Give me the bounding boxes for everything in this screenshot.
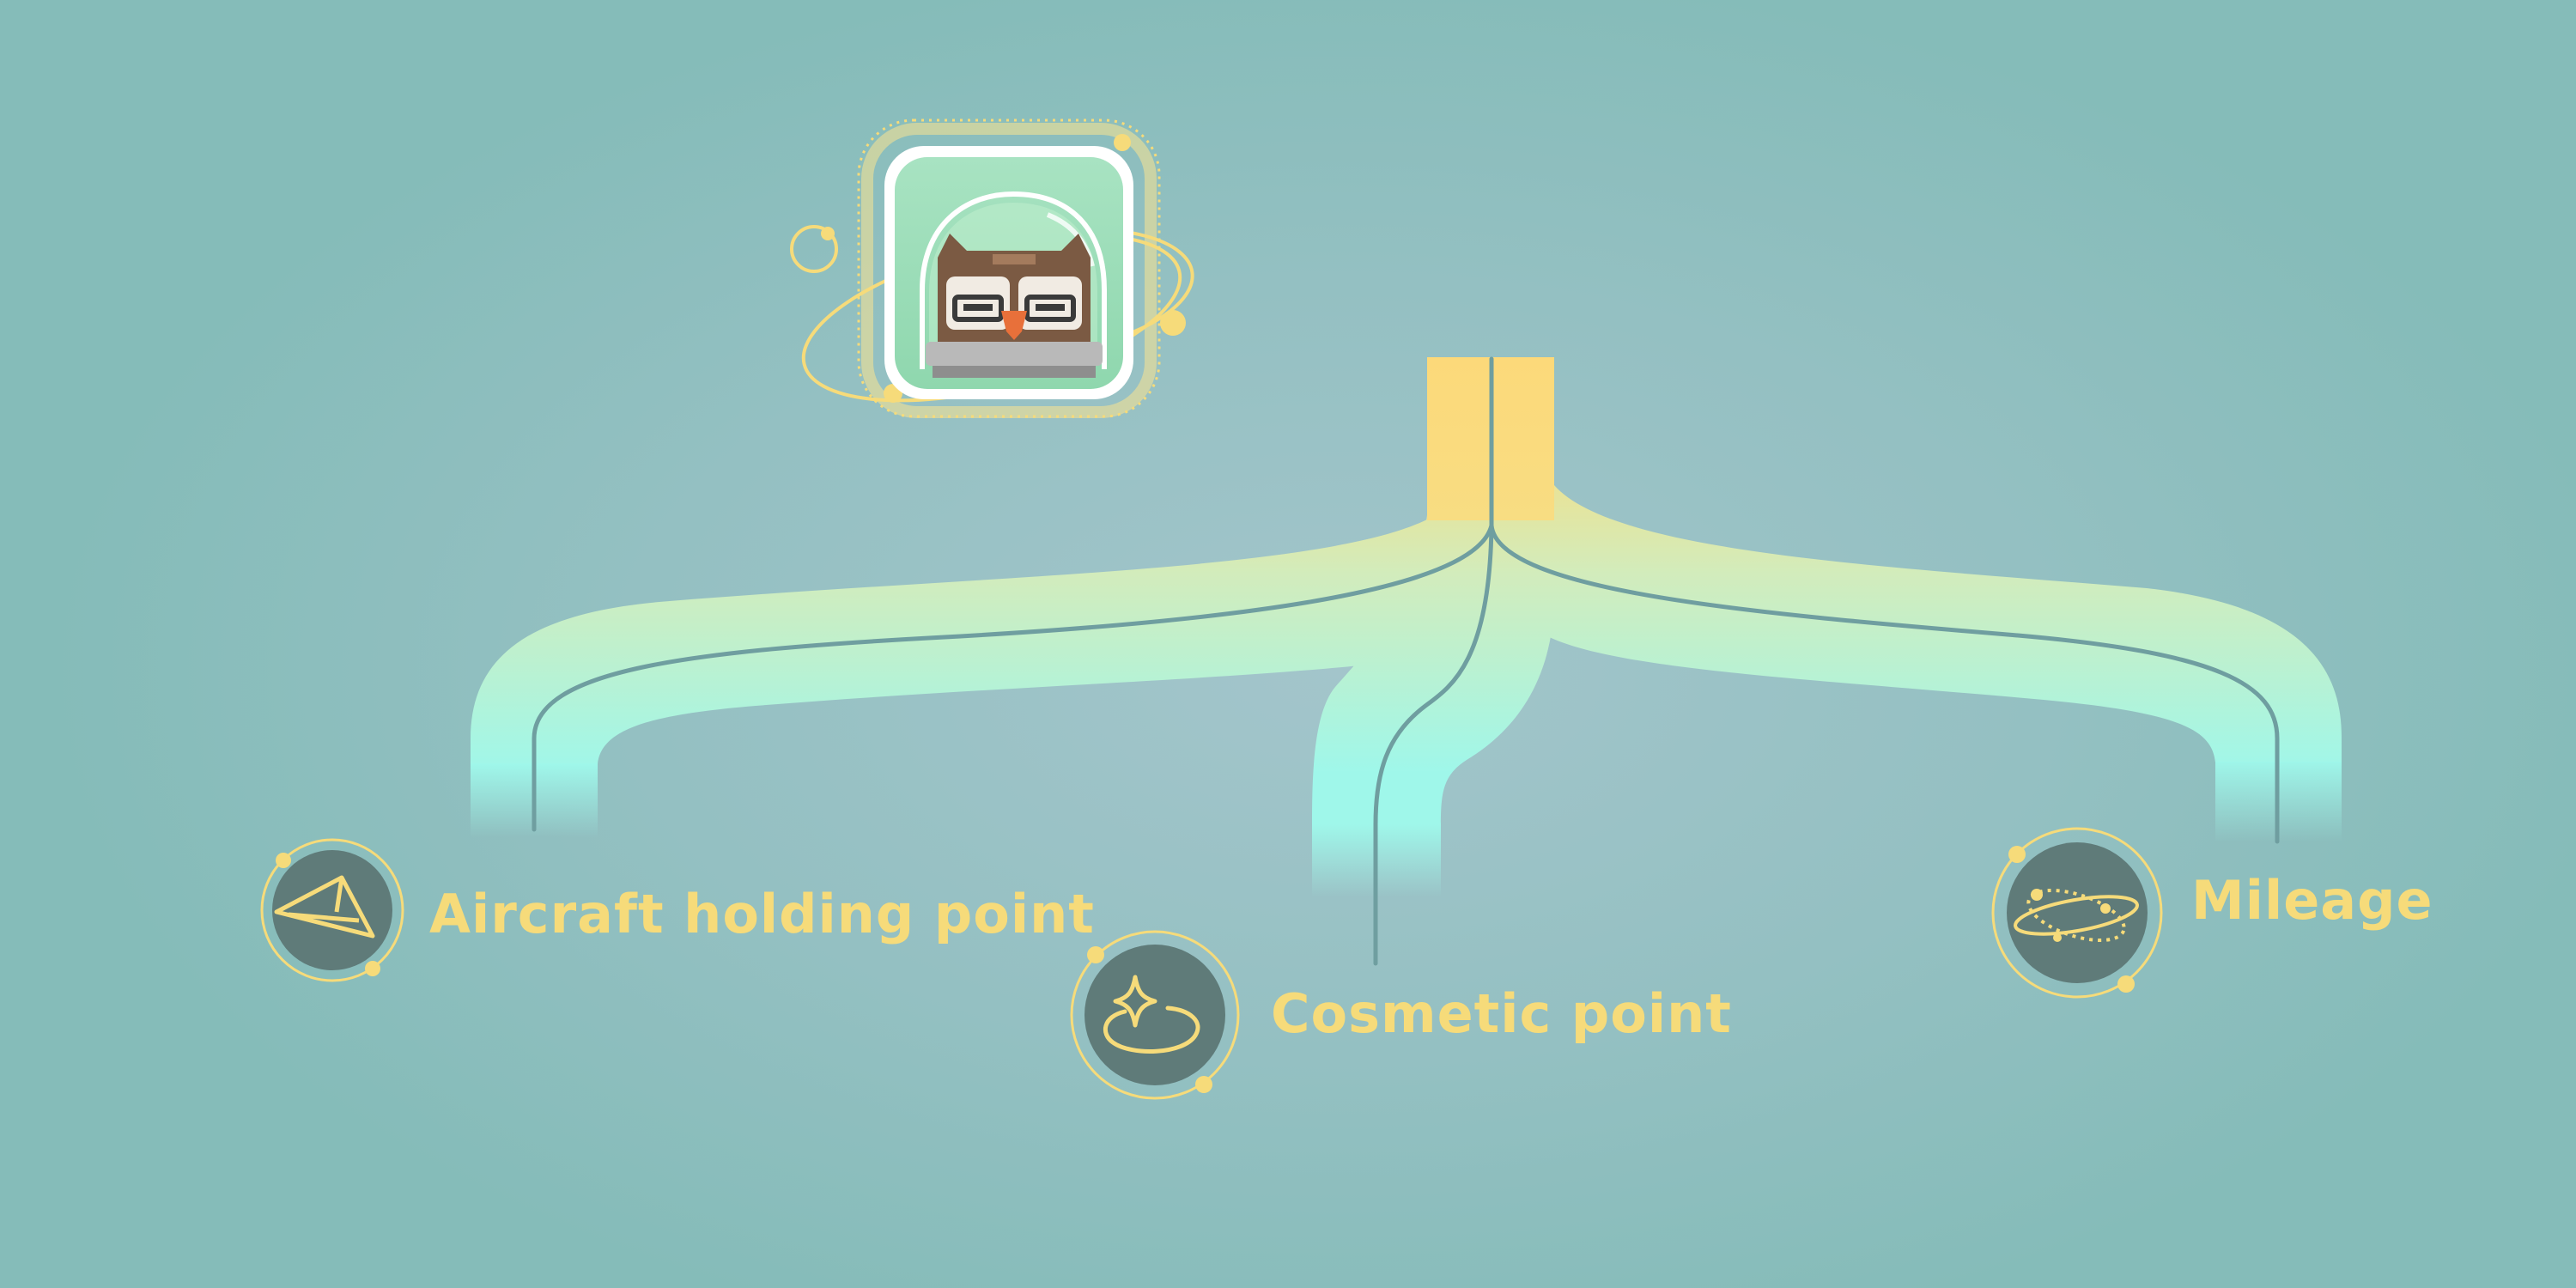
owl-collar [926, 342, 1103, 366]
flow-center-lines [532, 356, 2280, 966]
icon-ring-dot [2117, 975, 2135, 993]
orbit-node [2100, 903, 2111, 914]
branch-label-cosmetic-point: Cosmetic point [1271, 982, 1732, 1045]
icon-disc [272, 850, 392, 970]
orbit-node [2031, 889, 2043, 901]
orbit-planet-icon[interactable] [1991, 827, 2163, 999]
icon-ring-dot [2008, 846, 2026, 863]
ribbon-right [1546, 485, 2342, 762]
owl-glasses-left [952, 295, 1004, 322]
icon-outer-ring [260, 838, 404, 982]
icon-disc [2007, 842, 2148, 983]
owl-collar-shade [933, 366, 1096, 378]
orbit-ellipse [2014, 895, 2139, 936]
sparkle-ring [1103, 1005, 1200, 1054]
icon-outer-ring [1991, 827, 2163, 999]
helmet-outline [920, 191, 1107, 369]
avatar-orbit-dot [1114, 134, 1131, 151]
icon-disc [1084, 945, 1225, 1085]
icon-ring-dot [1087, 946, 1104, 963]
avatar-orbit-small-ring [790, 225, 838, 273]
owl-beak [1001, 311, 1027, 340]
owl-astronaut-avatar-icon [790, 118, 1194, 418]
center-line-middle [1373, 523, 1494, 966]
owl-glasses-right [1024, 295, 1076, 322]
avatar-glow [861, 123, 1157, 418]
owl-eye-left [963, 304, 993, 311]
avatar-orbit-dot [821, 227, 835, 240]
center-line-left [532, 523, 1494, 832]
icon-ring-dot [276, 853, 291, 868]
icon-ring-dot [1195, 1076, 1212, 1093]
owl-head-stripe [993, 254, 1036, 264]
flow-ribbons [471, 357, 2342, 899]
avatar-orbit-dot [1160, 310, 1186, 336]
ribbon-left [471, 410, 1451, 764]
center-line-right [1489, 523, 2280, 844]
icon-outer-ring [1070, 930, 1240, 1100]
avatar-dotted-frame [857, 118, 1161, 418]
sparkle-ring-icon[interactable] [1070, 930, 1240, 1100]
sparkle-star [1113, 975, 1157, 1028]
orbit-ellipse-dotted [2026, 888, 2126, 943]
branch-label-mileage: Mileage [2191, 869, 2433, 932]
owl-eye-right [1036, 304, 1065, 311]
branch-label-aircraft-holding-point: Aircraft holding point [429, 883, 1095, 945]
owl-face-right [1018, 276, 1082, 330]
icon-ring-dot [365, 961, 380, 976]
paper-plane-shape [274, 875, 375, 939]
ribbon-middle [1312, 515, 1554, 824]
orbit-node [2053, 933, 2062, 942]
owl-face-left [946, 276, 1010, 330]
paper-plane-icon[interactable] [260, 838, 404, 982]
